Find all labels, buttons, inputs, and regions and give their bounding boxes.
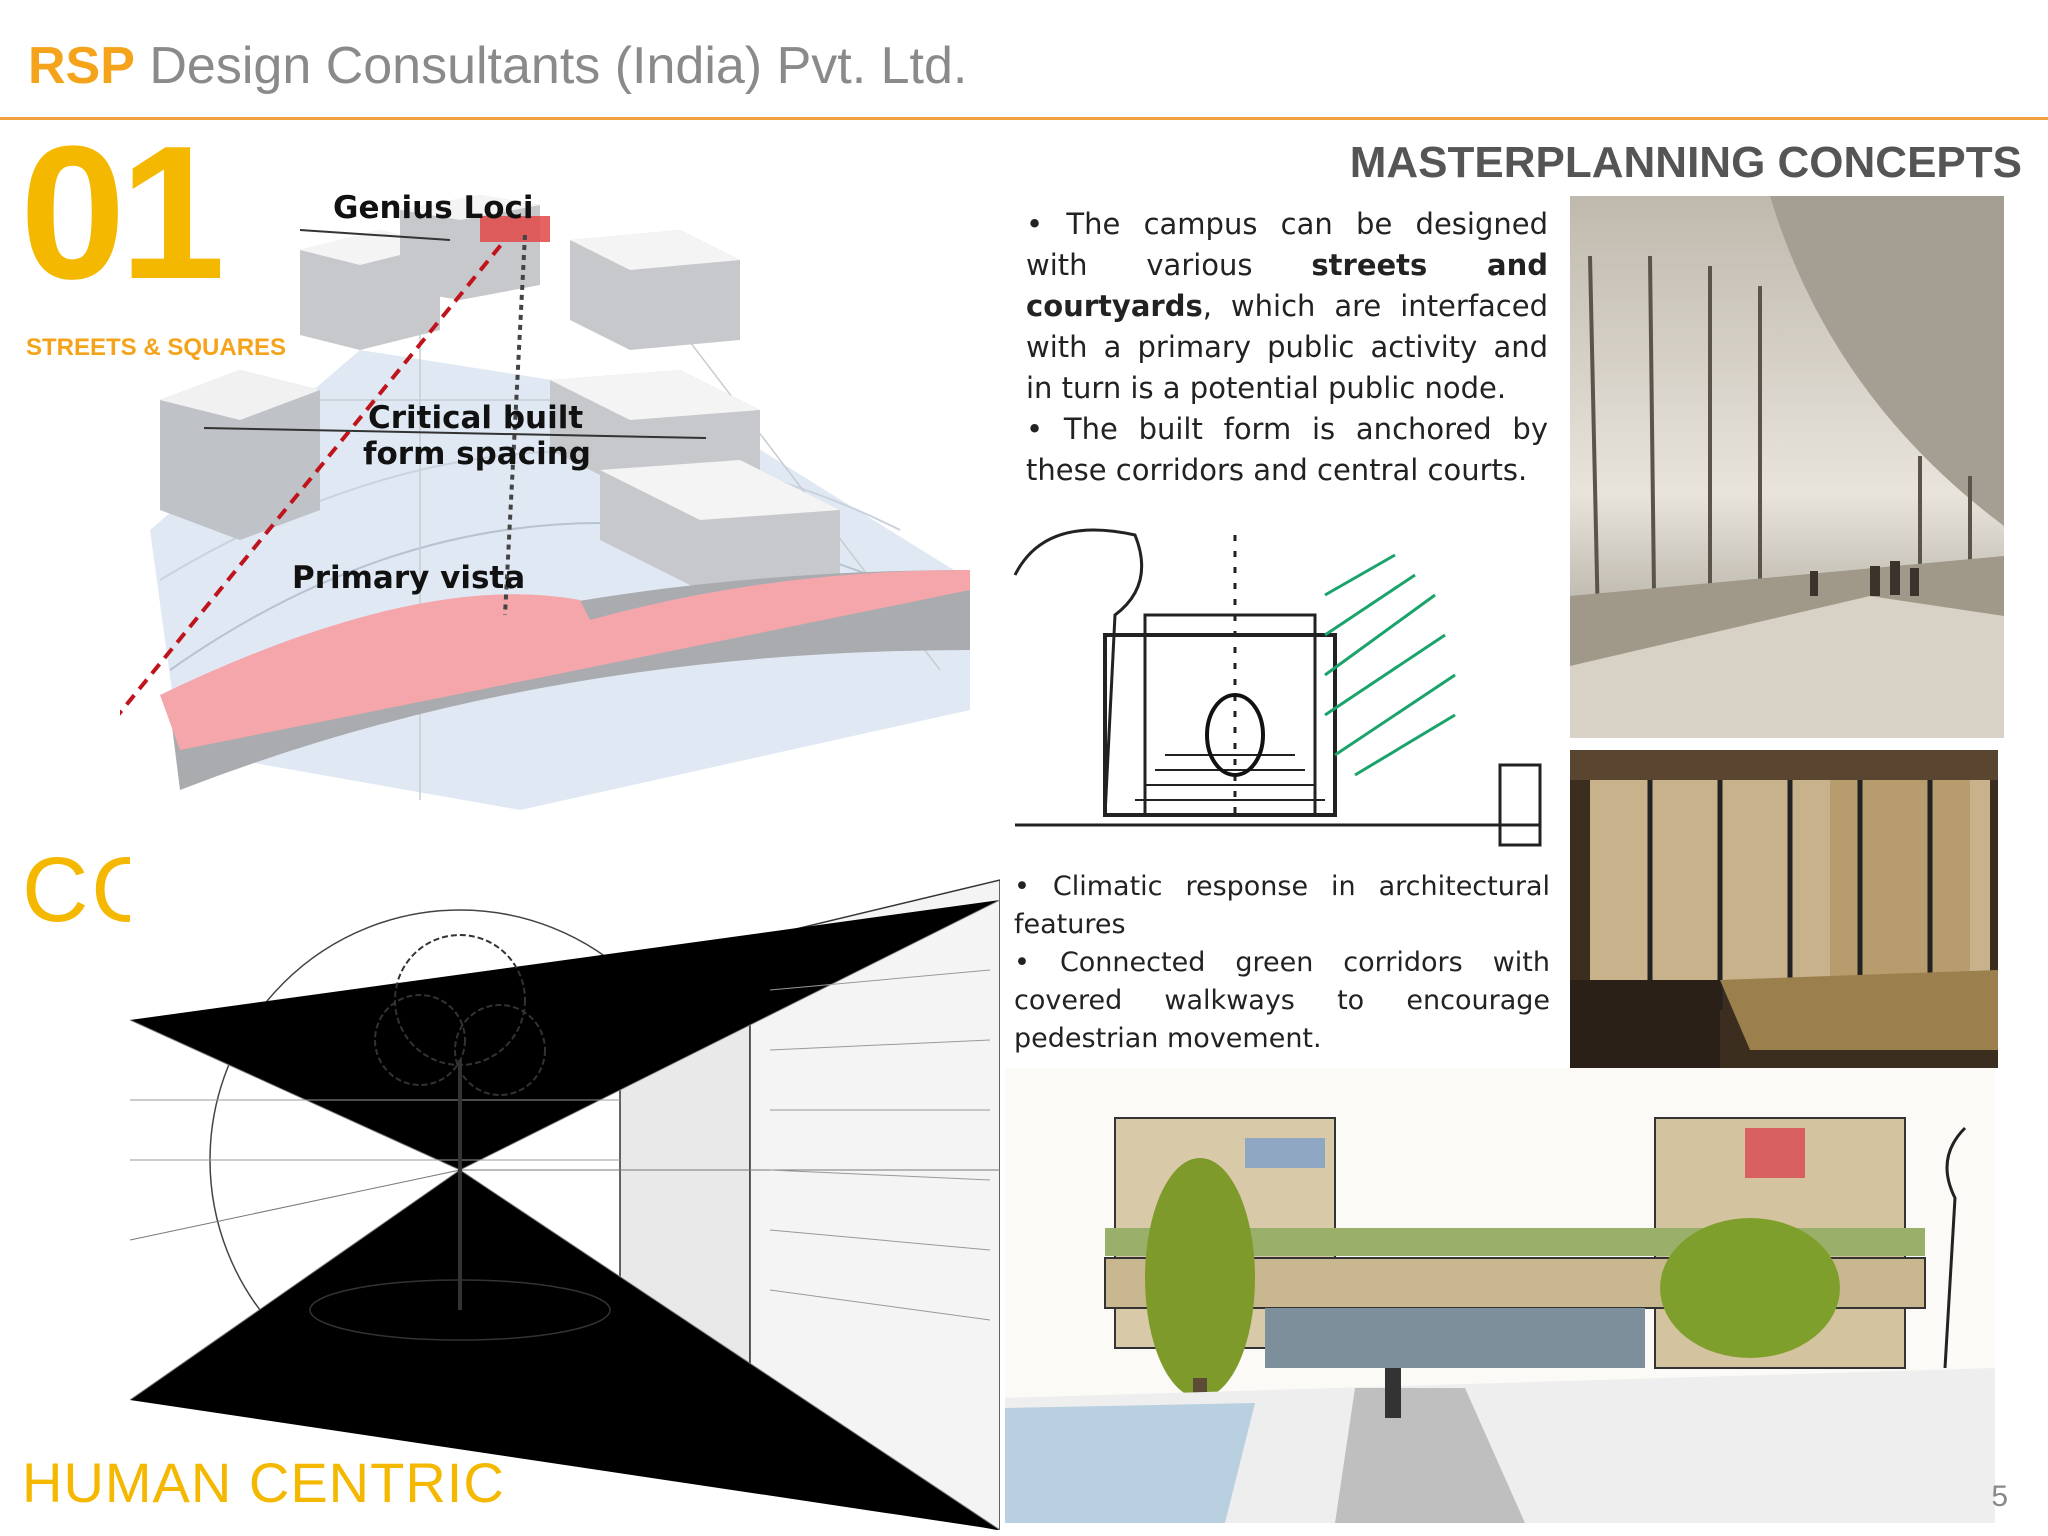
bullet-text-post: , which are interfaced with a primary pu… [1026,289,1548,405]
lobby-photo [1570,750,1998,1068]
bullet-climatic: • Climatic response in architectural fea… [1014,868,1550,944]
slide-subtitle: STREETS & SQUARES [26,334,287,361]
massing-diagram: Genius Loci Critical built form spacing … [120,150,970,830]
bullet-mark: • [1026,207,1044,241]
bullet-built-form: • The built form is anchored by these co… [1026,409,1548,491]
page-number: 5 [1991,1480,2008,1513]
bullet-mark: • [1014,947,1030,978]
label-genius-loci: Genius Loci [333,190,534,226]
building-sketch [1005,1068,1995,1523]
courtyard-sketch [130,840,1000,1530]
brand-rest: Design Consultants (India) Pvt. Ltd. [149,37,968,95]
brand-accent: RSP [28,37,135,95]
label-critical-spacing-2: form spacing [363,436,591,472]
bullet-text: The built form is anchored by these corr… [1026,412,1549,487]
bullet-text: Connected green corridors with covered w… [1014,947,1550,1054]
bullet-mark: • [1014,871,1030,902]
bullet-mark: • [1026,412,1044,446]
bullet-green-corridors: • Connected green corridors with covered… [1014,944,1550,1058]
bullet-text: Climatic response in architectural featu… [1014,871,1550,940]
corridor-sketch [995,495,1560,850]
courtyard-sketch-svg [130,840,1000,1530]
atrium-photo-svg [1570,196,2004,738]
section-title: MASTERPLANNING CONCEPTS [1349,138,2022,187]
lobby-photo-svg [1570,750,1998,1068]
building-sketch-svg [1005,1068,1995,1523]
label-critical-spacing-1: Critical built [368,400,584,436]
concept-text-block-2: • Climatic response in architectural fea… [1014,868,1550,1058]
company-name: RSP Design Consultants (India) Pvt. Ltd. [28,36,967,96]
header: RSP Design Consultants (India) Pvt. Ltd. [0,0,2048,120]
header-divider [0,117,2048,120]
slide-number: 01 [20,107,225,319]
corridor-sketch-svg [995,495,1560,850]
bullet-text-bold: streets and courtyards [1026,248,1548,323]
label-primary-vista: Primary vista [292,560,526,596]
human-centric-heading: HUMAN CENTRIC [22,1451,505,1514]
massing-diagram-svg [120,195,970,810]
concept-text-block-1: • The campus can be designed with variou… [1026,204,1548,491]
bullet-text-pre: The campus can be designed with various [1026,207,1548,282]
bullet-streets-courtyards: • The campus can be designed with variou… [1026,204,1548,409]
atrium-photo [1570,196,2004,738]
